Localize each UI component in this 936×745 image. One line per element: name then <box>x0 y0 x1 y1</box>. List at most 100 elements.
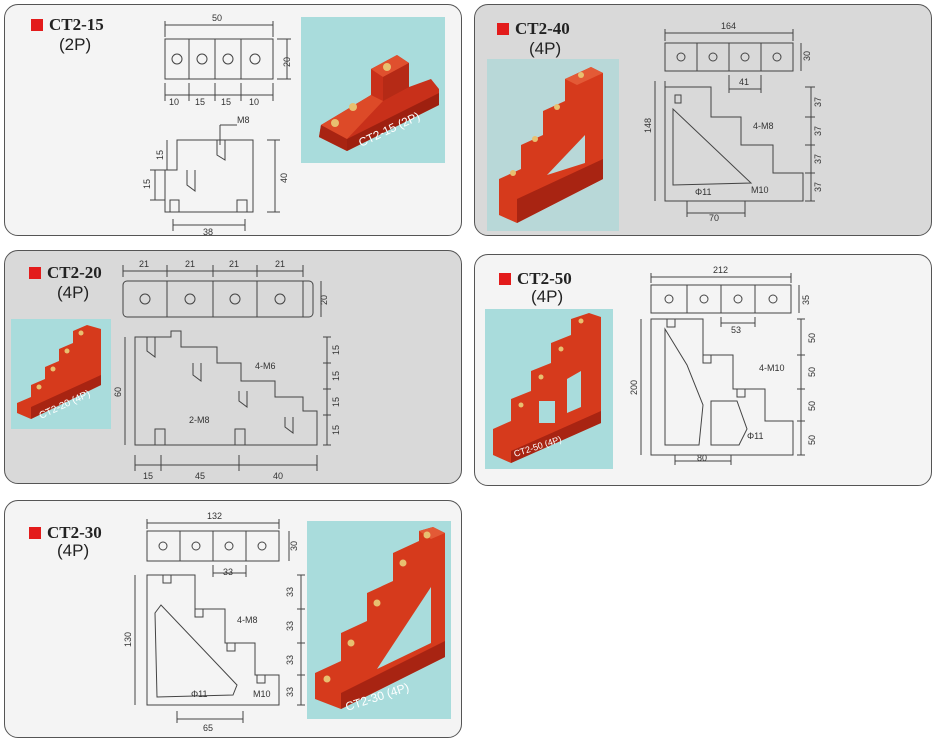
busbar-insulator-illustration <box>499 67 603 223</box>
product-photo-ct2-15: CT2-15 (2P) <box>301 17 445 163</box>
panel-title: CT2-50 <box>499 269 572 289</box>
thread-label: 4-M8 <box>237 615 258 625</box>
dim-step-1: 15 <box>331 345 341 355</box>
title-text: CT2-30 <box>47 523 102 542</box>
dim-step-3: 33 <box>285 655 295 665</box>
product-photo-ct2-50: CT2-50 (4P) <box>485 309 613 469</box>
dim-base: 38 <box>203 227 213 236</box>
dim-total: 130 <box>123 632 133 647</box>
red-square-marker <box>497 23 509 35</box>
dim-pitch: 53 <box>731 325 741 335</box>
dim-total: 60 <box>113 387 123 397</box>
dim-base: 70 <box>709 213 719 223</box>
dim-width: 50 <box>212 13 222 23</box>
dim-step-4: 15 <box>331 425 341 435</box>
dim-width: 212 <box>713 265 728 275</box>
dim-spacing-4: 10 <box>249 97 259 107</box>
poles-label: (4P) <box>57 541 90 560</box>
dim-step-4: 37 <box>813 182 823 192</box>
dim-step-2: 50 <box>807 367 817 377</box>
dim-step-4: 33 <box>285 687 295 697</box>
red-square-marker <box>29 267 41 279</box>
thread-label: 4-M8 <box>753 121 774 131</box>
dim-height: 20 <box>319 295 329 305</box>
poles-label: (2P) <box>59 35 92 54</box>
red-square-marker <box>499 273 511 285</box>
dim-spacing-1: 10 <box>169 97 179 107</box>
busbar-insulator-illustration: CT2-15 (2P) <box>319 55 439 151</box>
hole-label: Φ11 <box>191 689 208 699</box>
title-text: CT2-15 <box>49 15 104 34</box>
title-text: CT2-50 <box>517 269 572 288</box>
dim-base: 65 <box>203 723 213 733</box>
dim-spacing-3: 15 <box>221 97 231 107</box>
panel-title: CT2-20 <box>29 263 102 283</box>
dim-width: 132 <box>207 511 222 521</box>
dim-step-1: 37 <box>813 97 823 107</box>
panel-ct2-30: CT2-30 (4P) 132 30 33 130 33 33 33 33 <box>4 500 462 738</box>
panel-ct2-50: CT2-50 (4P) CT2-50 (4P) <box>474 254 932 486</box>
dim-height: 35 <box>801 295 811 305</box>
dim-base-3: 40 <box>273 471 283 481</box>
dim-base-2: 45 <box>195 471 205 481</box>
dim-step-2: 15 <box>331 371 341 381</box>
dim-pitch: 33 <box>223 567 233 577</box>
title-text: CT2-20 <box>47 263 102 282</box>
poles-label: (4P) <box>531 287 564 306</box>
bolt-label: 2-M8 <box>189 415 210 425</box>
dim-step-2: 37 <box>813 126 823 136</box>
hole-label: Φ11 <box>747 431 764 441</box>
dim-side-a: 15 <box>155 150 165 160</box>
bolt-label: M10 <box>751 185 769 195</box>
busbar-insulator-illustration: CT2-20 (4P) <box>17 325 101 422</box>
dim-total: 148 <box>643 118 653 133</box>
panel-ct2-15: CT2-15 (2P) 50 20 10 15 15 <box>4 4 462 236</box>
panel-title: CT2-40 <box>497 19 570 39</box>
dim-total: 200 <box>629 380 639 395</box>
busbar-insulator-illustration: CT2-50 (4P) <box>493 313 601 463</box>
dim-height: 30 <box>289 541 299 551</box>
dim-base-1: 15 <box>143 471 153 481</box>
dim-side-c: 40 <box>279 173 289 183</box>
dim-spacing-3: 21 <box>229 259 239 269</box>
panel-ct2-40: CT2-40 (4P) 164 <box>474 4 932 236</box>
product-photo-ct2-20: CT2-20 (4P) <box>11 319 111 429</box>
dim-step-3: 50 <box>807 401 817 411</box>
dim-step-2: 33 <box>285 621 295 631</box>
drawing-ct2-50: 212 35 53 200 50 50 50 50 4-M10 Φ11 80 <box>629 265 817 465</box>
drawing-ct2-20: 21 21 21 21 20 60 15 15 15 15 4-M6 2-M8 … <box>113 259 341 481</box>
panel-title: CT2-30 <box>29 523 102 543</box>
dim-base: 80 <box>697 453 707 463</box>
dim-side-b: 15 <box>142 179 152 189</box>
dim-step-1: 50 <box>807 333 817 343</box>
dim-spacing-2: 21 <box>185 259 195 269</box>
busbar-insulator-illustration: CT2-30 (4P) <box>315 527 445 714</box>
bolt-label: M10 <box>253 689 271 699</box>
dim-spacing-1: 21 <box>139 259 149 269</box>
thread-label: 4-M10 <box>759 363 785 373</box>
thread-label: M8 <box>237 115 250 125</box>
dim-step-3: 15 <box>331 397 341 407</box>
drawing-ct2-15: 50 20 10 15 15 10 M8 15 15 40 38 <box>142 13 292 236</box>
red-square-marker <box>31 19 43 31</box>
dim-step-3: 37 <box>813 154 823 164</box>
poles-label: (4P) <box>529 39 562 58</box>
dim-height: 30 <box>802 51 812 61</box>
title-text: CT2-40 <box>515 19 570 38</box>
drawing-ct2-30: 132 30 33 130 33 33 33 33 4-M8 Φ11 M10 6… <box>123 511 305 733</box>
thread-label: 4-M6 <box>255 361 276 371</box>
product-photo-ct2-30: CT2-30 (4P) <box>307 521 451 719</box>
dim-height: 20 <box>282 57 292 67</box>
panel-ct2-20: CT2-20 (4P) CT2-20 (4P) <box>4 250 462 484</box>
poles-label: (4P) <box>57 283 90 302</box>
drawing-ct2-40: 164 30 41 148 37 37 37 37 4-M8 Φ11 M10 7… <box>643 21 823 223</box>
dim-spacing-4: 21 <box>275 259 285 269</box>
red-square-marker <box>29 527 41 539</box>
dim-pitch: 41 <box>739 77 749 87</box>
hole-label: Φ11 <box>695 187 712 197</box>
dim-width: 164 <box>721 21 736 31</box>
dim-spacing-2: 15 <box>195 97 205 107</box>
dim-step-1: 33 <box>285 587 295 597</box>
dim-step-4: 50 <box>807 435 817 445</box>
panel-title: CT2-15 <box>31 15 104 35</box>
